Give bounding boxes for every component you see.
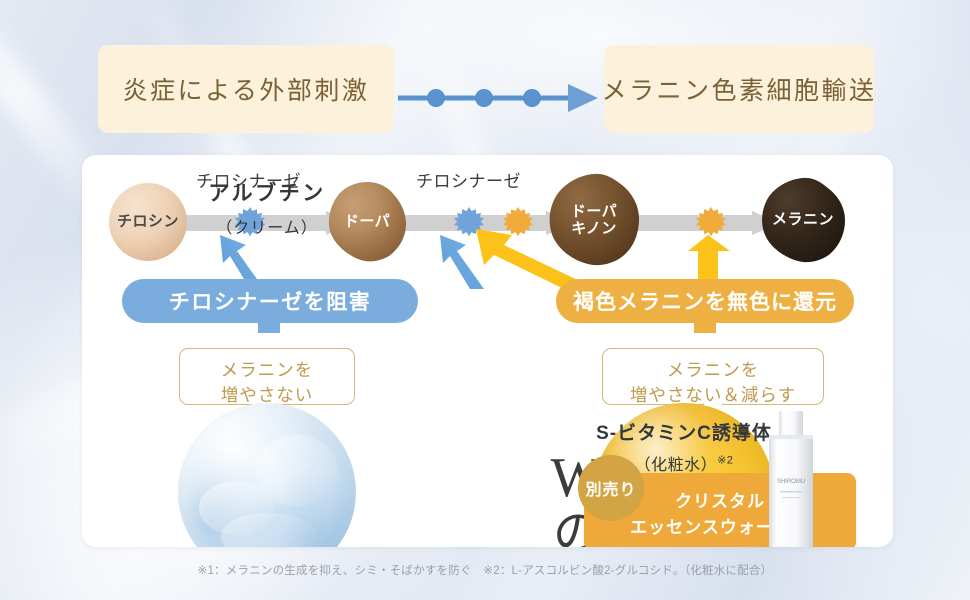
callout-left-line2: 増やさない xyxy=(220,385,314,406)
chain-node-dopaquinone-shape xyxy=(549,173,639,266)
callout-left-benefit: メラニンを 増やさない xyxy=(179,348,355,414)
chain-node-dopa: ドーパ xyxy=(327,181,407,263)
bubble-swirl xyxy=(199,481,275,535)
callout-left-line1: メラニンを xyxy=(220,360,314,380)
chain-node-tyrosine: チロシン xyxy=(109,183,187,261)
svg-text:SHIROMU: SHIROMU xyxy=(777,479,805,485)
chain-node-dopaquinone-label-line1: ドーパ xyxy=(570,202,618,220)
dotted-right-arrow-icon xyxy=(398,84,598,112)
burst-orange-icon-1 xyxy=(503,207,533,237)
product-right-bar-line2: エッセンスウォーター xyxy=(630,518,810,538)
bubble-swirl xyxy=(220,513,317,547)
chain-node-melanin: メラニン xyxy=(760,177,846,263)
diagram-card: チロシン ドーパ ドーパ キノン xyxy=(82,155,893,547)
product-left-bubble xyxy=(178,403,356,547)
sold-separately-badge-label: 別売り xyxy=(585,482,637,499)
enzyme-label-1: チロシナーゼ xyxy=(196,172,301,191)
product-right-bar-line1: クリスタル xyxy=(675,492,765,511)
footnote: ※1：メラニンの生成を抑え、シミ・そばかすを防ぐ ※2：L-アスコルビン酸2-グ… xyxy=(197,565,773,577)
chain-node-melanin-label: メラニン xyxy=(771,211,834,229)
pill-blue-stem xyxy=(258,323,280,333)
chain-node-dopa-label: ドーパ xyxy=(343,213,391,231)
chain-node-dopaquinone-label-line2: キノン xyxy=(571,220,617,237)
enzyme-label-2: チロシナーゼ xyxy=(416,172,521,191)
yellow-reduce-arrow-2-icon xyxy=(688,235,730,291)
chain-node-dopa-shape xyxy=(328,182,406,262)
action-pill-reduce-melanin-label: 褐色メラニンを無色に還元 xyxy=(573,291,837,314)
bubble-swirl xyxy=(256,435,339,507)
action-pill-inhibit-tyrosinase: チロシナーゼを阻害 xyxy=(122,279,418,323)
callout-right-line1: メラニンを xyxy=(666,360,760,380)
top-banner-melanin-transport-label: メラニン色素細胞輸送 xyxy=(601,77,877,105)
product-right-bar-text: クリスタル エッセンスウォーター xyxy=(584,489,856,542)
chain-node-dopaquinone: ドーパ キノン xyxy=(548,173,640,267)
product-bottle-image: SHIROMU xyxy=(769,411,813,547)
process-arrow-1-icon xyxy=(174,211,354,235)
chain-node-tyrosine-label: チロシン xyxy=(116,213,179,231)
yellow-reduce-arrow-1-icon xyxy=(476,229,584,291)
product-right-sub: （化粧水） xyxy=(634,457,718,474)
chain-node-melanin-shape xyxy=(762,177,845,263)
blue-inhibit-arrow-2-icon xyxy=(440,235,484,289)
product-right-sub-note: ※2 xyxy=(717,454,734,467)
sold-separately-badge: 別売り xyxy=(578,455,644,521)
callout-right-tail-mask xyxy=(704,402,722,406)
pill-yellow-stem xyxy=(694,323,716,333)
top-banner-inflammation: 炎症による外部刺激 xyxy=(98,45,394,133)
top-banner-inflammation-label: 炎症による外部刺激 xyxy=(122,77,370,105)
callout-right-benefit: メラニンを 増やさない＆減らす xyxy=(602,348,824,414)
product-right-name: S-ビタミンC誘導体 xyxy=(596,423,772,444)
action-pill-reduce-melanin: 褐色メラニンを無色に還元 xyxy=(556,279,854,323)
burst-blue-icon-1 xyxy=(235,207,265,237)
top-banner-melanin-transport: メラニン色素細胞輸送 xyxy=(601,45,877,133)
blue-inhibit-arrow-1-icon xyxy=(220,235,264,289)
product-right-sub-wrap: （化粧水）※2 xyxy=(550,451,818,475)
product-right-text: S-ビタミンC誘導体 （化粧水）※2 xyxy=(550,418,818,475)
product-left-text: アルブチン （クリーム） xyxy=(178,177,356,238)
product-left-sub: （クリーム） xyxy=(216,220,318,237)
burst-orange-icon-2 xyxy=(696,207,726,237)
callout-right-line2: 増やさない＆減らす xyxy=(629,385,797,406)
action-pill-inhibit-tyrosinase-label: チロシナーゼを阻害 xyxy=(168,291,372,314)
product-left-name: アルブチン xyxy=(208,182,326,205)
burst-blue-icon-2 xyxy=(454,207,484,237)
